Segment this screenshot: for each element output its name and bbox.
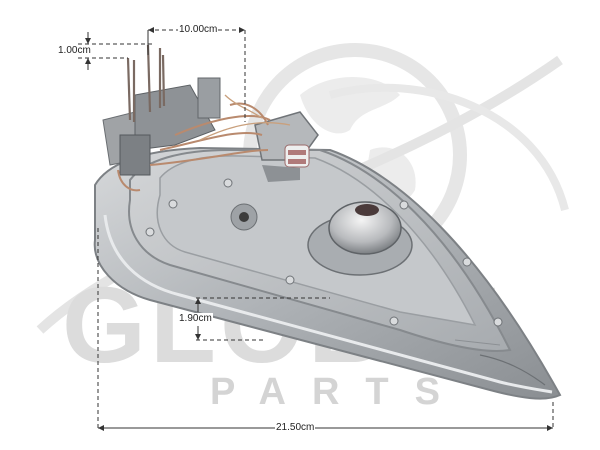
dimension-pin-height: 1.00cm bbox=[57, 45, 92, 57]
dimension-top-width: 10.00cm bbox=[178, 24, 219, 36]
dimension-sole-thickness: 1.90cm bbox=[178, 313, 213, 325]
dimension-overall-length: 21.50cm bbox=[275, 422, 316, 434]
steam-dome bbox=[328, 201, 402, 255]
watermark-tagline: PARTS bbox=[210, 371, 466, 413]
